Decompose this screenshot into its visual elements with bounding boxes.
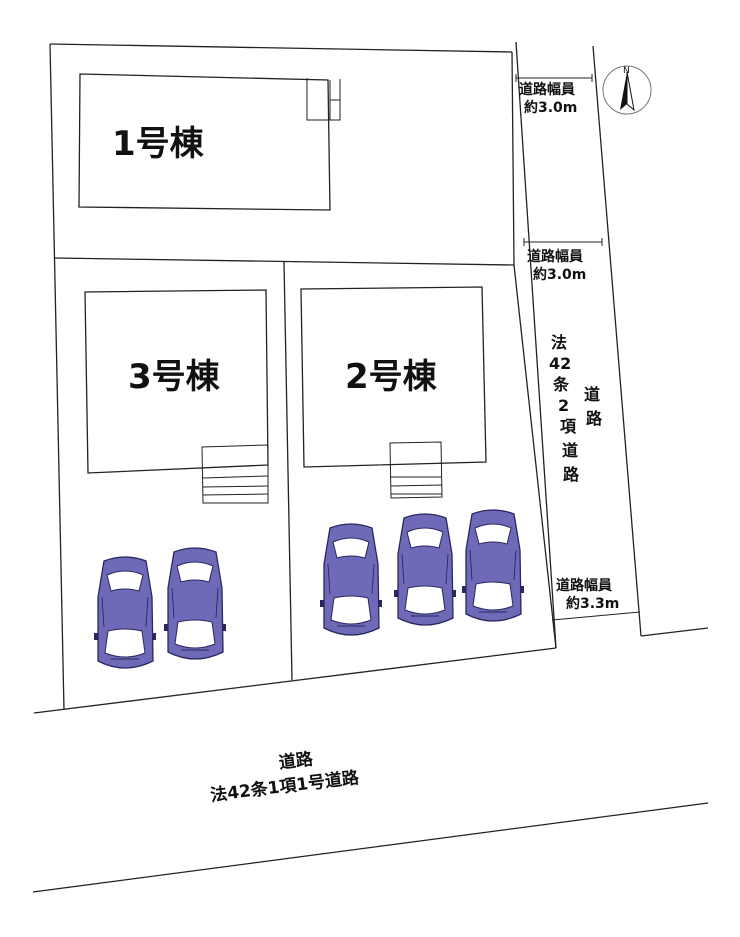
parked-car: [320, 523, 382, 636]
road-width-middle-line2: 約3.0m: [533, 266, 586, 283]
side-road-char: 項: [560, 417, 577, 436]
building-3-label: 3号棟: [128, 357, 221, 397]
side-road-char: 2: [558, 396, 569, 415]
parked-car: [462, 509, 524, 622]
building-2-label: 2号棟: [345, 357, 438, 397]
parked-car: [94, 556, 156, 669]
road-width-bottom-line2: 約3.3m: [566, 595, 619, 612]
front-road-label: 道路 法42条1項1号道路: [209, 748, 361, 806]
side-road-label: 法 42 条 2 項 道 路 道 路: [549, 333, 603, 484]
compass-label: N: [623, 66, 630, 76]
side-road-char: 道: [562, 441, 578, 460]
side-road-char: 条: [552, 375, 570, 394]
road-width-top: 道路幅員 約3.0m: [515, 74, 593, 116]
side-road-char: 法: [551, 333, 567, 352]
side-road-char: 路: [586, 409, 603, 428]
front-road-line1: 道路: [278, 748, 315, 773]
parked-car: [394, 513, 456, 626]
road-width-bottom: 道路幅員 約3.3m: [551, 577, 641, 621]
side-road-char: 42: [549, 354, 571, 373]
side-road-char: 道: [584, 385, 600, 404]
road-width-middle: 道路幅員 約3.0m: [523, 238, 603, 283]
parking-cars: [94, 509, 524, 669]
road-width-middle-line1: 道路幅員: [527, 248, 583, 265]
road-width-bottom-line1: 道路幅員: [556, 577, 612, 594]
road-width-top-line1: 道路幅員: [519, 81, 575, 98]
lot-boundaries: [32, 41, 709, 893]
north-arrow-icon: N: [602, 65, 652, 115]
building-1: 1号棟: [78, 73, 341, 211]
side-road-char: 路: [563, 465, 580, 484]
building-2: 2号棟: [300, 286, 487, 499]
building-3: 3号棟: [84, 289, 269, 504]
building-1-label: 1号棟: [112, 124, 205, 164]
parked-car: [164, 547, 226, 660]
road-width-top-line2: 約3.0m: [524, 99, 577, 116]
